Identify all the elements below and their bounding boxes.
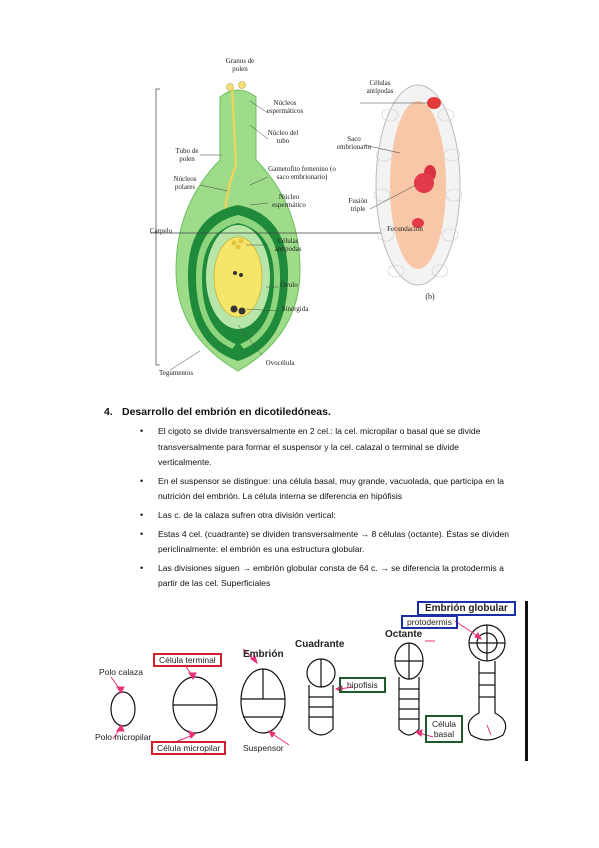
figure-embryo-sac: Células antípodas Saco embrionario Fusió… <box>320 75 480 315</box>
label-cuadrante: Cuadrante <box>295 639 345 650</box>
bullet-icon: • <box>140 475 144 486</box>
label-celulas-antipodas-b: Células antípodas <box>366 79 394 95</box>
label-polo-calaza: Polo calaza <box>99 667 143 677</box>
bullet-text: Las c. de la calaza sufren otra división… <box>158 509 336 520</box>
label-celula-basal: Célula basal <box>425 715 463 743</box>
figure-pistil: Granos de polen Núcleos espermáticos Núc… <box>150 55 420 385</box>
bullet-icon: • <box>140 562 144 573</box>
label-gametofito: Gametofito femenino (o saco embrionario) <box>268 165 336 181</box>
label-nucleos-espermaticos: Núcleos espermáticos <box>266 99 304 115</box>
label-sinergida: Sinérgida <box>281 305 309 313</box>
bullet-text: Estas 4 cel. (cuadrante) se dividen tran… <box>158 528 510 555</box>
bullet-text: En el suspensor se distingue: una célula… <box>158 475 504 502</box>
label-polo-micropilar: Polo micropilar <box>95 732 152 742</box>
bullet-text: El cigoto se divide transversalmente en … <box>158 426 481 468</box>
bullet-icon: • <box>140 426 144 436</box>
list-item: • Las c. de la calaza sufren otra divisi… <box>140 508 510 524</box>
label-suspensor: Suspensor <box>243 743 284 753</box>
label-nucleo-tubo: Núcleo del tubo <box>267 129 299 145</box>
label-fusion-triple: Fusión triple <box>348 197 368 213</box>
label-protodermis: protodermis <box>401 615 458 629</box>
bullet-icon: • <box>140 509 144 520</box>
label-embrion: Embrión <box>243 649 284 660</box>
label-tegumentos: Tegumentos <box>158 369 194 377</box>
bullet-icon: • <box>140 528 144 539</box>
label-tubo-polen: Tubo de polen <box>175 147 199 163</box>
label-celulas-antipodas-a: Células antípodas <box>274 237 302 253</box>
embryo-development-figure: Polo calaza Polo micropilar Célula termi… <box>93 601 528 761</box>
list-item: • Estas 4 cel. (cuadrante) se dividen tr… <box>140 527 510 558</box>
pistil-diagram <box>150 81 418 372</box>
label-celula-micropilar: Célula micropilar <box>151 741 227 755</box>
section-heading: 4. Desarrollo del embrión en dicotiledóne… <box>104 406 331 418</box>
panel-tag-b: (b) <box>425 292 435 301</box>
label-ovocelula: Ovocélula <box>265 359 295 367</box>
label-carpelo: Carpelo <box>149 227 173 235</box>
label-hipofisis: hipofisis <box>339 677 386 693</box>
label-embrion-globular: Embrión globular <box>417 601 516 616</box>
list-item: • Las divisiones siguen → embrión globula… <box>140 561 510 592</box>
label-fecundacion: Fecundación <box>387 225 423 233</box>
label-celula-terminal: Célula terminal <box>153 653 222 667</box>
section-title: Desarrollo del embrión en dicotiledóneas… <box>122 406 331 418</box>
label-ovulo: Óvulo <box>280 281 298 289</box>
list-item: • El cigoto se divide transversalmente en… <box>140 424 510 471</box>
section-number: 4. <box>104 406 113 418</box>
label-granos-polen: Granos de polen <box>225 57 255 73</box>
bullet-list: • El cigoto se divide transversalmente en… <box>140 424 510 595</box>
label-saco-embrionario: Saco embrionario <box>336 135 372 151</box>
embryo-sac-diagram <box>360 84 463 286</box>
list-item: • En el suspensor se distingue: una célul… <box>140 474 510 505</box>
label-nucleos-polares: Núcleos polares <box>173 175 197 191</box>
label-octante: Octante <box>385 629 423 640</box>
bullet-text: Las divisiones siguen → embrión globular… <box>158 562 504 589</box>
label-nucleo-espermatico: Núcleo espermático <box>272 193 306 209</box>
